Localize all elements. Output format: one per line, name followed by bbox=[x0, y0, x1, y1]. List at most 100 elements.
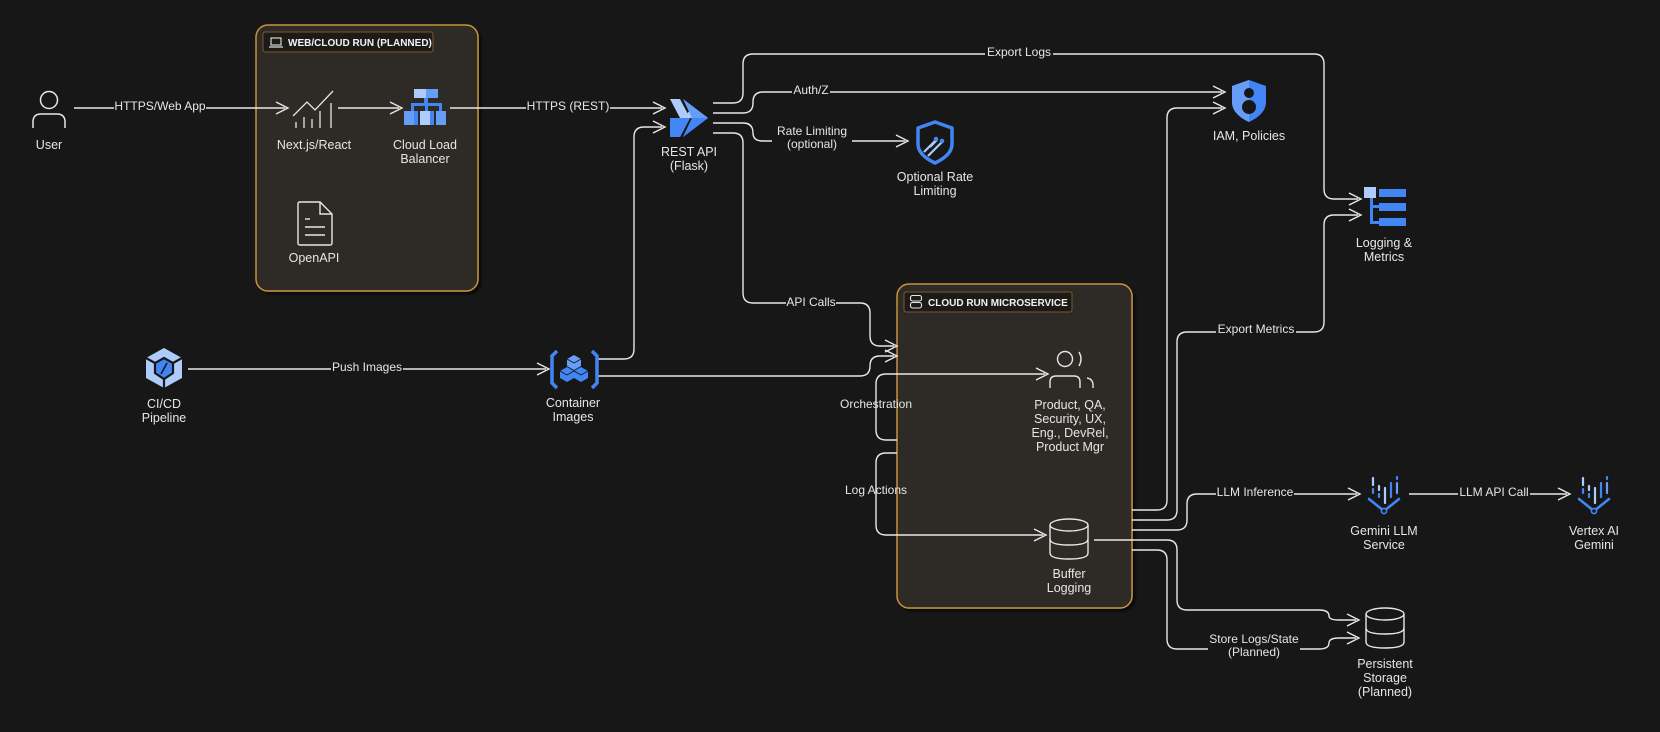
edge-rest-ratelimit[interactable] bbox=[713, 122, 910, 148]
svg-text:Gemini LLM: Gemini LLM bbox=[1350, 524, 1417, 538]
shield-network-icon bbox=[916, 120, 954, 165]
laptop-icon bbox=[269, 37, 283, 48]
user-icon bbox=[32, 90, 66, 128]
svg-text:Images: Images bbox=[553, 410, 594, 424]
edge-label-log-actions: Log Actions bbox=[845, 483, 907, 497]
chart-line-icon bbox=[292, 90, 334, 128]
vertex-ai-icon bbox=[1367, 475, 1401, 515]
load-balancer-icon bbox=[404, 89, 446, 125]
svg-text:Storage: Storage bbox=[1363, 671, 1407, 685]
svg-text:Limiting: Limiting bbox=[913, 184, 956, 198]
node-rate-limiting[interactable]: Optional Rate Limiting bbox=[897, 120, 973, 198]
node-rest-api[interactable]: REST API (Flask) bbox=[661, 99, 717, 173]
svg-text:Store Logs/State: Store Logs/State bbox=[1209, 632, 1299, 646]
edge-micro-agents[interactable] bbox=[875, 367, 1050, 441]
svg-text:OpenAPI: OpenAPI bbox=[289, 251, 340, 265]
svg-text:LLM Inference: LLM Inference bbox=[1217, 485, 1294, 499]
edge-label-api-calls: API Calls bbox=[786, 295, 836, 309]
svg-text:Vertex AI: Vertex AI bbox=[1569, 524, 1619, 538]
svg-text:Product, QA,: Product, QA, bbox=[1034, 398, 1106, 412]
container-registry-icon bbox=[550, 349, 599, 390]
svg-text:User: User bbox=[36, 138, 62, 152]
edge-micro-iam[interactable] bbox=[1132, 101, 1227, 511]
edge-micro-buffer[interactable] bbox=[875, 452, 1048, 542]
group-web-header bbox=[262, 31, 434, 53]
svg-text:Pipeline: Pipeline bbox=[142, 411, 187, 425]
svg-text:Logging: Logging bbox=[1047, 581, 1092, 595]
node-vertex-ai[interactable]: Vertex AI Gemini bbox=[1569, 475, 1619, 552]
group-micro-title: CLOUD RUN MICROSERVICE bbox=[928, 298, 1068, 309]
node-load-balancer[interactable]: Cloud Load Balancer bbox=[393, 89, 457, 166]
node-nextjs[interactable]: Next.js/React bbox=[277, 90, 352, 152]
svg-text:Security, UX,: Security, UX, bbox=[1034, 412, 1106, 426]
edge-labels: HTTPS/Web App HTTPS (REST) Export Logs A… bbox=[114, 45, 1530, 659]
node-container-images[interactable]: Container Images bbox=[546, 349, 600, 424]
edge-containers-rest[interactable] bbox=[598, 120, 667, 360]
node-gemini-llm[interactable]: Gemini LLM Service bbox=[1350, 475, 1418, 552]
edge-label-push-images: Push Images bbox=[331, 360, 403, 374]
edge-label-orchestration: Orchestration bbox=[840, 397, 912, 411]
svg-text:Persistent: Persistent bbox=[1357, 657, 1413, 671]
edge-label-lb-rest: HTTPS (REST) bbox=[526, 99, 610, 113]
node-persistent-storage[interactable]: Persistent Storage (Planned) bbox=[1357, 607, 1413, 699]
group-micro-box bbox=[896, 283, 1133, 609]
edge-buffer-storage[interactable] bbox=[1094, 539, 1361, 627]
edge-micro-gemini[interactable] bbox=[1132, 487, 1362, 531]
svg-text:Balancer: Balancer bbox=[400, 152, 449, 166]
svg-text:(optional): (optional) bbox=[787, 137, 837, 151]
svg-text:(Flask): (Flask) bbox=[670, 159, 708, 173]
edge-micro-storage[interactable] bbox=[1132, 549, 1361, 650]
svg-text:API Calls: API Calls bbox=[786, 295, 835, 309]
edge-label-export-metrics: Export Metrics bbox=[1216, 322, 1296, 336]
svg-text:Rate Limiting: Rate Limiting bbox=[777, 124, 847, 138]
svg-text:(Planned): (Planned) bbox=[1228, 645, 1280, 659]
svg-text:REST API: REST API bbox=[661, 145, 717, 159]
node-iam[interactable]: IAM, Policies bbox=[1213, 80, 1285, 143]
shield-user-icon bbox=[1232, 80, 1266, 122]
node-cicd[interactable]: CI/CD Pipeline bbox=[142, 348, 187, 425]
svg-text:(Planned): (Planned) bbox=[1358, 685, 1412, 699]
edge-label-rate-limiting: Rate Limiting (optional) bbox=[772, 123, 852, 151]
cloud-build-icon bbox=[145, 348, 183, 388]
edge-rest-iam[interactable] bbox=[713, 85, 1227, 114]
node-buffer-logging[interactable]: Buffer Logging bbox=[1047, 518, 1092, 595]
edge-label-user-nextjs: HTTPS/Web App bbox=[114, 99, 206, 113]
edge-label-store-logs: Store Logs/State (Planned) bbox=[1208, 631, 1300, 659]
database-icon bbox=[1049, 518, 1089, 560]
group-micro-header bbox=[903, 291, 1073, 313]
svg-text:Push Images: Push Images bbox=[332, 360, 402, 374]
svg-text:Logging &: Logging & bbox=[1356, 236, 1413, 250]
edge-label-llm-api-call: LLM API Call bbox=[1458, 485, 1530, 499]
edge-label-auth: Auth/Z bbox=[792, 83, 830, 97]
server-icon bbox=[909, 294, 923, 309]
svg-text:Service: Service bbox=[1363, 538, 1405, 552]
node-agents[interactable]: Product, QA, Security, UX, Eng., DevRel,… bbox=[1031, 350, 1109, 455]
edge-containers-micro[interactable] bbox=[598, 349, 899, 377]
svg-text:Gemini: Gemini bbox=[1574, 538, 1614, 552]
svg-text:Next.js/React: Next.js/React bbox=[277, 138, 352, 152]
node-user[interactable]: User bbox=[32, 90, 66, 153]
edge-label-llm-inference: LLM Inference bbox=[1216, 485, 1294, 499]
edge-label-export-logs: Export Logs bbox=[985, 45, 1053, 59]
node-logging-metrics[interactable]: Logging & Metrics bbox=[1356, 187, 1413, 264]
api-gateway-icon bbox=[670, 99, 708, 137]
users-icon bbox=[1049, 350, 1094, 388]
document-icon bbox=[297, 201, 333, 246]
logging-list-icon bbox=[1364, 187, 1406, 226]
node-openapi[interactable]: OpenAPI bbox=[289, 201, 340, 265]
svg-text:Orchestration: Orchestration bbox=[840, 397, 912, 411]
svg-text:Cloud Load: Cloud Load bbox=[393, 138, 457, 152]
group-cloud-run-microservice[interactable]: CLOUD RUN MICROSERVICE bbox=[896, 283, 1133, 609]
svg-text:Optional Rate: Optional Rate bbox=[897, 170, 973, 184]
edge-nextjs-lb[interactable] bbox=[338, 101, 404, 115]
svg-text:LLM API Call: LLM API Call bbox=[1459, 485, 1528, 499]
svg-text:HTTPS (REST): HTTPS (REST) bbox=[527, 99, 610, 113]
svg-text:Auth/Z: Auth/Z bbox=[793, 83, 828, 97]
svg-text:Product Mgr: Product Mgr bbox=[1036, 440, 1104, 454]
svg-text:Eng., DevRel,: Eng., DevRel, bbox=[1031, 426, 1108, 440]
edge-rest-micro[interactable] bbox=[713, 132, 899, 353]
svg-text:Container: Container bbox=[546, 396, 600, 410]
svg-text:HTTPS/Web App: HTTPS/Web App bbox=[114, 99, 205, 113]
group-web-title: WEB/CLOUD RUN (PLANNED) bbox=[288, 38, 432, 49]
